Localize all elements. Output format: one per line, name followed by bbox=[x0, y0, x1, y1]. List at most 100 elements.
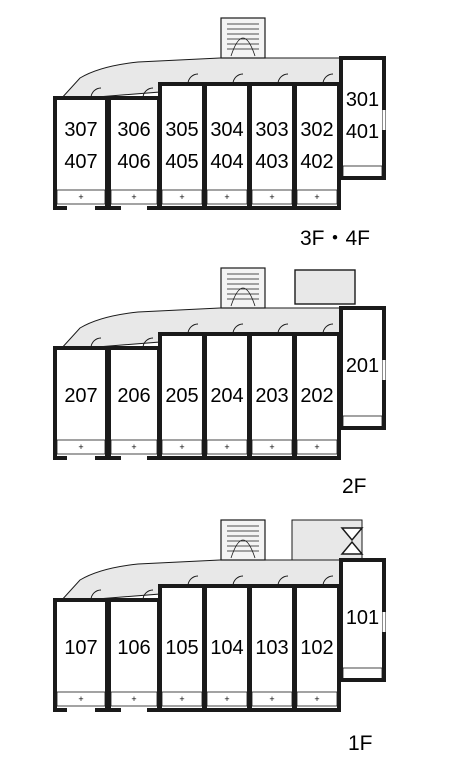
unit-wall bbox=[248, 332, 296, 460]
floor-label: 2F bbox=[342, 475, 367, 498]
unit-number: 304 bbox=[210, 119, 243, 141]
door-swing bbox=[232, 575, 244, 587]
floor-label: 3F・4F bbox=[300, 227, 370, 250]
unit-wall bbox=[203, 332, 251, 460]
balcony bbox=[296, 189, 338, 205]
balcony bbox=[161, 691, 203, 707]
unit-number: 106 bbox=[117, 637, 150, 659]
door-swing bbox=[277, 323, 289, 335]
balcony-mark: + bbox=[269, 442, 274, 452]
balcony-gap bbox=[67, 204, 95, 212]
balcony bbox=[251, 691, 293, 707]
floor-1: +307407+306406+305405+304404+303403+3024… bbox=[53, 17, 386, 250]
balcony-mark: + bbox=[269, 694, 274, 704]
door-swing bbox=[142, 87, 154, 99]
stair-curve bbox=[230, 37, 256, 57]
balcony-mark: + bbox=[131, 694, 136, 704]
unit-number: 301 bbox=[346, 89, 379, 111]
balcony-mark: + bbox=[224, 192, 229, 202]
balcony-mark: + bbox=[131, 442, 136, 452]
balcony-mark: + bbox=[269, 192, 274, 202]
door-swing bbox=[187, 575, 199, 587]
unit-number: 101 bbox=[346, 607, 379, 629]
unit-number-upper: 406 bbox=[117, 151, 150, 173]
balcony bbox=[342, 667, 383, 681]
balcony-gap bbox=[121, 204, 147, 212]
floor-label: 1F bbox=[348, 732, 373, 755]
balcony-mark: + bbox=[179, 694, 184, 704]
unit-number-upper: 402 bbox=[300, 151, 333, 173]
door-swing bbox=[142, 337, 154, 349]
balcony-gap bbox=[121, 454, 147, 462]
balcony bbox=[110, 691, 158, 707]
door-swing bbox=[277, 73, 289, 85]
door-swing bbox=[187, 323, 199, 335]
balcony bbox=[342, 415, 383, 429]
stair-curve bbox=[230, 287, 256, 307]
unit-number: 305 bbox=[165, 119, 198, 141]
door-swing bbox=[90, 87, 102, 99]
unit-number: 306 bbox=[117, 119, 150, 141]
balcony-mark: + bbox=[179, 442, 184, 452]
unit-number-upper: 405 bbox=[165, 151, 198, 173]
balcony bbox=[342, 165, 383, 179]
unit-number: 107 bbox=[64, 637, 97, 659]
balcony-mark: + bbox=[78, 694, 83, 704]
stair-block bbox=[220, 267, 266, 309]
unit-number: 205 bbox=[165, 385, 198, 407]
unit-number-upper: 401 bbox=[346, 121, 379, 143]
unit-number-upper: 403 bbox=[255, 151, 288, 173]
unit-number: 204 bbox=[210, 385, 243, 407]
balcony bbox=[251, 189, 293, 205]
door-swing bbox=[90, 589, 102, 601]
balcony-mark: + bbox=[314, 694, 319, 704]
balcony-mark: + bbox=[78, 442, 83, 452]
unit-wall bbox=[339, 306, 386, 430]
unit-number: 303 bbox=[255, 119, 288, 141]
unit-number: 103 bbox=[255, 637, 288, 659]
stair-curve bbox=[230, 539, 256, 559]
unit-wall bbox=[248, 82, 296, 210]
unit-wall bbox=[339, 56, 386, 180]
balcony-gap bbox=[67, 706, 95, 714]
balcony bbox=[296, 439, 338, 455]
unit-wall bbox=[248, 584, 296, 712]
unit-number: 102 bbox=[300, 637, 333, 659]
balcony bbox=[161, 439, 203, 455]
storage-box bbox=[294, 269, 356, 305]
unit-number: 203 bbox=[255, 385, 288, 407]
unit-number: 105 bbox=[165, 637, 198, 659]
unit-wall bbox=[158, 82, 206, 210]
balcony bbox=[296, 691, 338, 707]
balcony-mark: + bbox=[131, 192, 136, 202]
balcony-mark: + bbox=[78, 192, 83, 202]
door-swing bbox=[322, 575, 334, 587]
door-swing bbox=[232, 323, 244, 335]
unit-wall bbox=[293, 332, 341, 460]
unit-number: 201 bbox=[346, 355, 379, 377]
unit-number-upper: 404 bbox=[210, 151, 243, 173]
door-swing bbox=[187, 73, 199, 85]
balcony bbox=[206, 189, 248, 205]
unit-wall bbox=[158, 584, 206, 712]
door-swing bbox=[90, 337, 102, 349]
unit-number: 307 bbox=[64, 119, 97, 141]
unit-number: 104 bbox=[210, 637, 243, 659]
unit-number: 302 bbox=[300, 119, 333, 141]
balcony bbox=[56, 439, 106, 455]
door-swing bbox=[322, 323, 334, 335]
balcony bbox=[110, 439, 158, 455]
unit-wall bbox=[293, 82, 341, 210]
balcony-mark: + bbox=[224, 442, 229, 452]
balcony bbox=[56, 691, 106, 707]
unit-wall bbox=[203, 82, 251, 210]
balcony bbox=[206, 691, 248, 707]
balcony-mark: + bbox=[314, 442, 319, 452]
unit-number-upper: 407 bbox=[64, 151, 97, 173]
balcony-mark: + bbox=[179, 192, 184, 202]
balcony bbox=[56, 189, 106, 205]
unit-number: 206 bbox=[117, 385, 150, 407]
door-swing bbox=[277, 575, 289, 587]
